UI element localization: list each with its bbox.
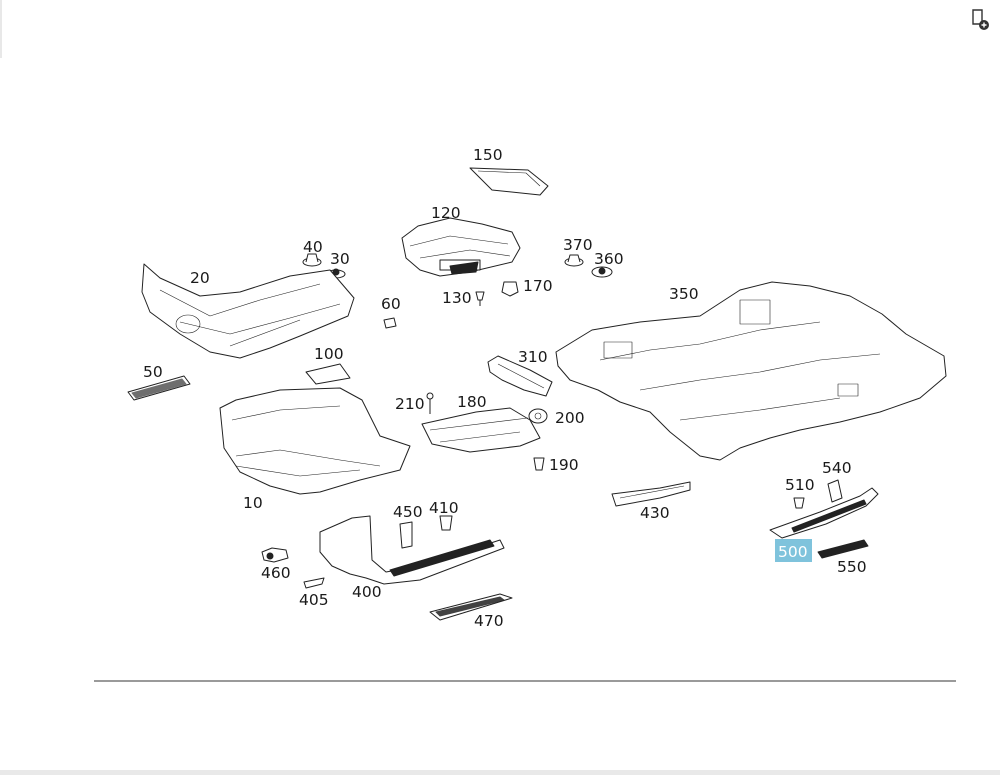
part-40-drawing[interactable]: [302, 253, 322, 267]
svg-text:50: 50: [143, 363, 163, 381]
part-190-drawing[interactable]: [533, 457, 545, 471]
svg-text:40: 40: [303, 238, 323, 256]
page-settings-icon[interactable]: [966, 6, 992, 32]
svg-text:410: 410: [429, 499, 459, 517]
part-210-drawing[interactable]: [426, 392, 434, 414]
label-150[interactable]: 150: [473, 146, 503, 164]
svg-text:370: 370: [563, 236, 593, 254]
label-180[interactable]: 180: [457, 393, 487, 411]
part-350-drawing[interactable]: [555, 281, 947, 461]
part-50-drawing[interactable]: [127, 375, 191, 401]
svg-text:430: 430: [640, 504, 670, 522]
svg-text:360: 360: [594, 250, 624, 268]
part-430-drawing[interactable]: [611, 481, 691, 507]
part-20-drawing[interactable]: [141, 263, 355, 359]
svg-text:10: 10: [243, 494, 263, 512]
label-200[interactable]: 200: [555, 409, 585, 427]
part-405-drawing[interactable]: [303, 577, 325, 589]
svg-text:20: 20: [190, 269, 210, 287]
svg-text:170: 170: [523, 277, 553, 295]
label-550[interactable]: 550: [837, 558, 867, 576]
svg-text:500: 500: [778, 543, 808, 561]
label-20[interactable]: 20: [190, 269, 210, 287]
label-40[interactable]: 40: [303, 238, 323, 256]
label-510[interactable]: 510: [785, 476, 815, 494]
part-120-drawing[interactable]: [401, 217, 521, 277]
part-460-drawing[interactable]: [261, 547, 289, 563]
label-100[interactable]: 100: [314, 345, 344, 363]
part-400-drawing[interactable]: [319, 515, 505, 585]
svg-text:210: 210: [395, 395, 425, 413]
svg-text:470: 470: [474, 612, 504, 630]
label-470[interactable]: 470: [474, 612, 504, 630]
label-360[interactable]: 360: [594, 250, 624, 268]
svg-text:450: 450: [393, 503, 423, 521]
svg-text:100: 100: [314, 345, 344, 363]
svg-text:30: 30: [330, 250, 350, 268]
label-500-selected[interactable]: 500: [775, 539, 812, 562]
label-170[interactable]: 170: [523, 277, 553, 295]
label-460[interactable]: 460: [261, 564, 291, 582]
part-410-drawing[interactable]: [439, 515, 453, 531]
svg-text:150: 150: [473, 146, 503, 164]
part-60-drawing[interactable]: [383, 317, 397, 329]
label-190[interactable]: 190: [549, 456, 579, 474]
label-410[interactable]: 410: [429, 499, 459, 517]
part-10-drawing[interactable]: [219, 387, 411, 495]
part-310-drawing[interactable]: [487, 355, 553, 397]
svg-text:130: 130: [442, 289, 472, 307]
label-540[interactable]: 540: [822, 459, 852, 477]
label-405[interactable]: 405: [299, 591, 329, 609]
label-60[interactable]: 60: [381, 295, 401, 313]
label-350[interactable]: 350: [669, 285, 699, 303]
separator-line: [94, 680, 956, 682]
part-510-drawing[interactable]: [793, 497, 805, 509]
part-540-drawing[interactable]: [827, 479, 843, 503]
svg-text:200: 200: [555, 409, 585, 427]
svg-text:120: 120: [431, 204, 461, 222]
label-30[interactable]: 30: [330, 250, 350, 268]
part-180-drawing[interactable]: [421, 407, 541, 453]
label-370[interactable]: 370: [563, 236, 593, 254]
part-470-drawing[interactable]: [429, 593, 513, 621]
svg-text:400: 400: [352, 583, 382, 601]
label-120[interactable]: 120: [431, 204, 461, 222]
svg-text:540: 540: [822, 459, 852, 477]
part-500-drawing[interactable]: [769, 487, 879, 539]
label-130[interactable]: 130: [442, 289, 472, 307]
svg-text:460: 460: [261, 564, 291, 582]
part-550-drawing[interactable]: [817, 539, 869, 559]
svg-text:190: 190: [549, 456, 579, 474]
part-360-drawing[interactable]: [591, 266, 613, 278]
left-edge-border: [0, 0, 2, 58]
label-450[interactable]: 450: [393, 503, 423, 521]
part-200-drawing[interactable]: [528, 408, 548, 424]
part-170-drawing[interactable]: [501, 281, 519, 297]
label-400[interactable]: 400: [352, 583, 382, 601]
part-130-drawing[interactable]: [475, 291, 485, 306]
part-370-drawing[interactable]: [564, 254, 584, 267]
label-210[interactable]: 210: [395, 395, 425, 413]
part-150-drawing[interactable]: [469, 167, 549, 196]
part-450-drawing[interactable]: [399, 521, 413, 549]
svg-text:510: 510: [785, 476, 815, 494]
label-430[interactable]: 430: [640, 504, 670, 522]
svg-text:310: 310: [518, 348, 548, 366]
label-310[interactable]: 310: [518, 348, 548, 366]
bottom-border: [0, 770, 1000, 775]
svg-text:350: 350: [669, 285, 699, 303]
svg-text:60: 60: [381, 295, 401, 313]
label-50[interactable]: 50: [143, 363, 163, 381]
svg-text:405: 405: [299, 591, 329, 609]
svg-text:550: 550: [837, 558, 867, 576]
svg-text:180: 180: [457, 393, 487, 411]
label-10[interactable]: 10: [243, 494, 263, 512]
part-100-drawing[interactable]: [305, 363, 351, 385]
